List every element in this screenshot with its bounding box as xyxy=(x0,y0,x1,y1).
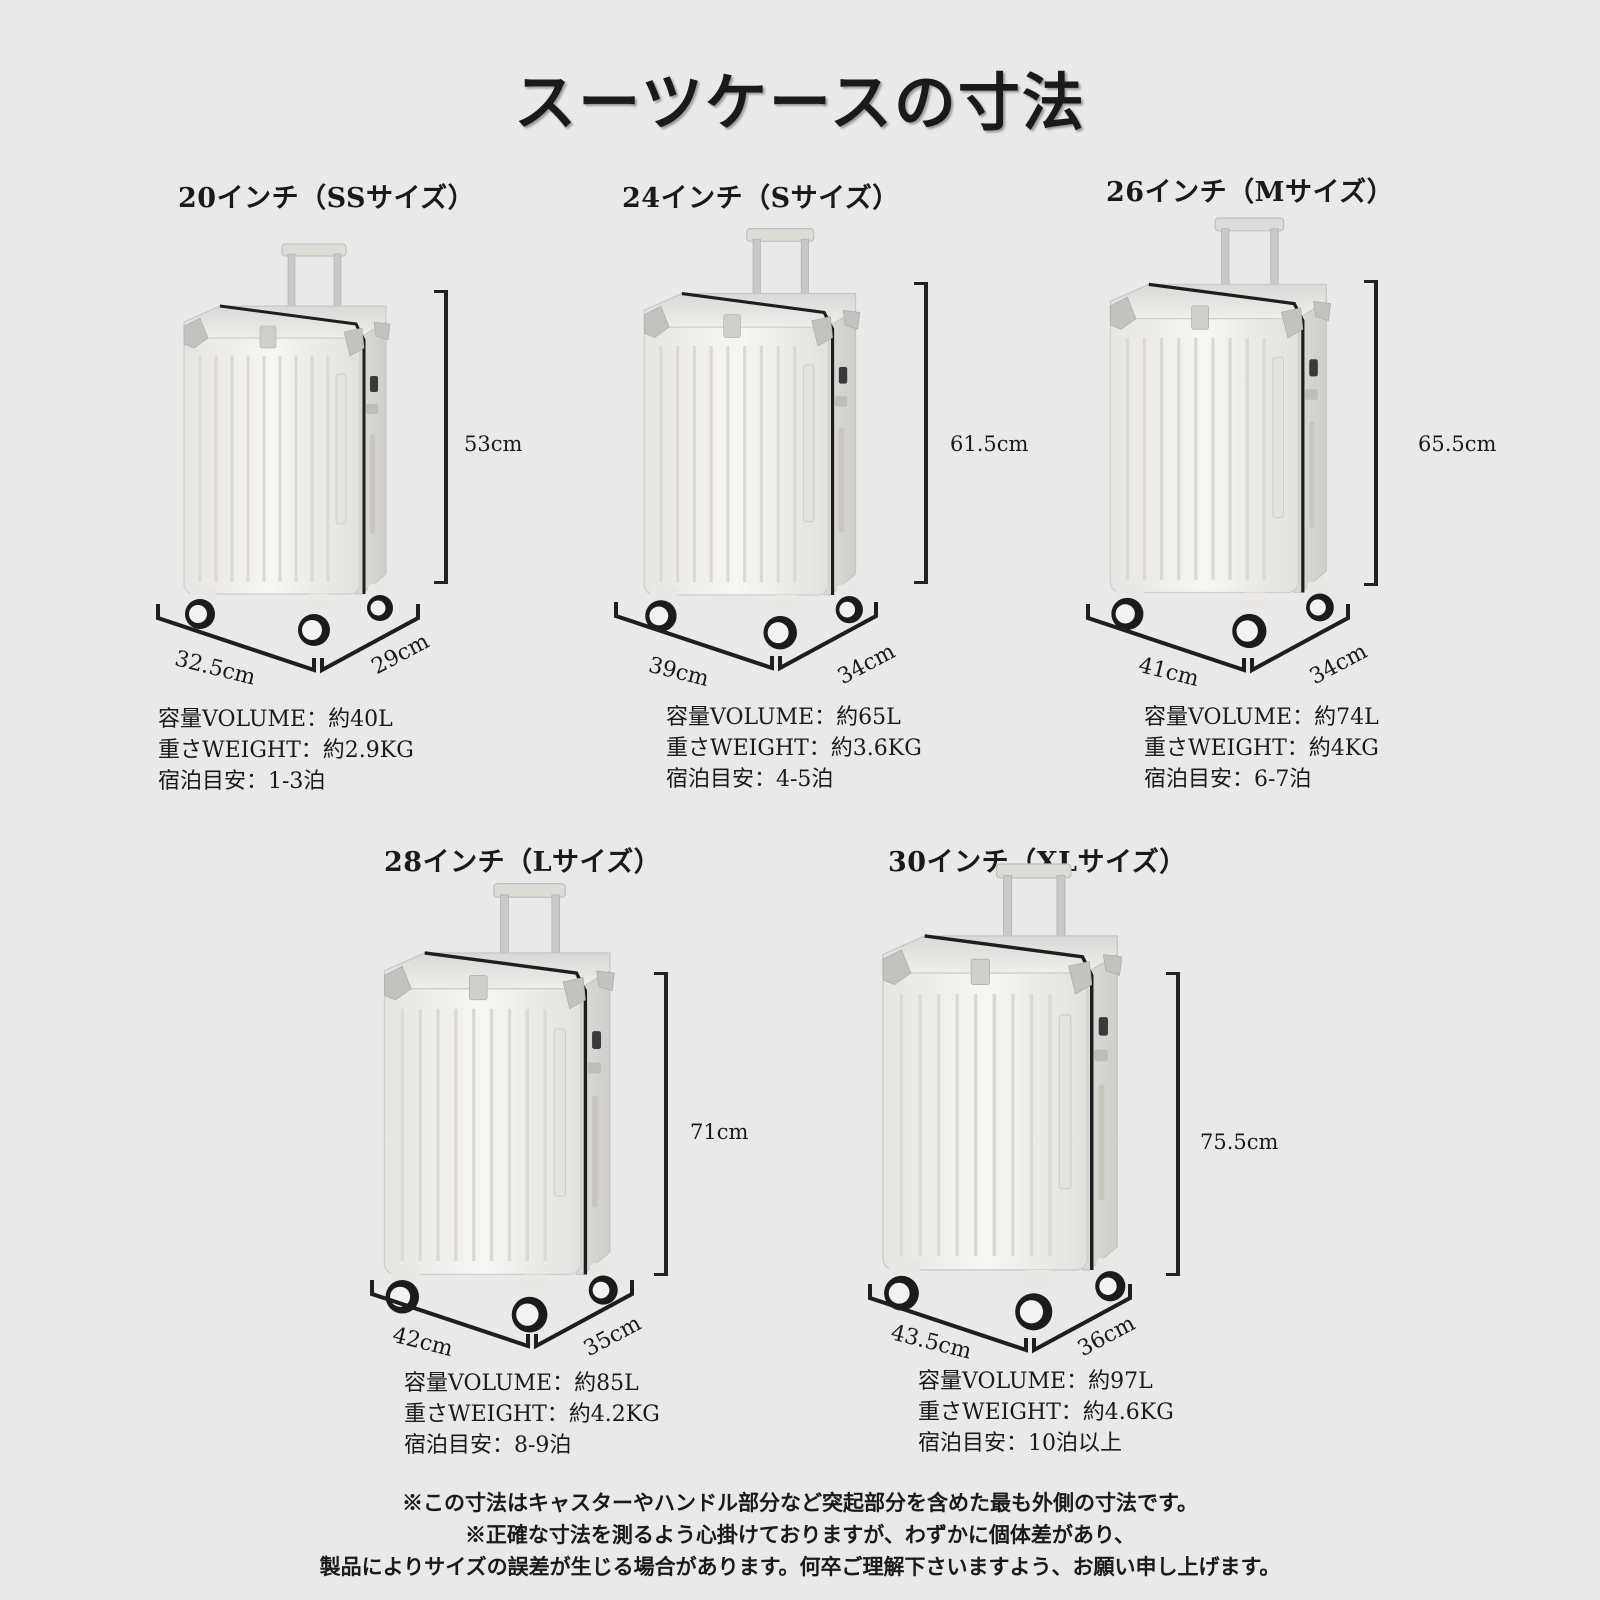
suitcase-image xyxy=(182,242,395,648)
product-heading: 20インチ（SSサイズ） xyxy=(178,183,476,214)
spec-nights: 宿泊目安：1-3泊 xyxy=(158,769,326,794)
spec-volume: 容量VOLUME：約40L xyxy=(158,707,393,732)
product-card-26-inch: 26インチ（Mサイズ） 65.5cm 41cm 34cm 容量VOLUME：約7… xyxy=(1086,164,1530,804)
page-title: スーツケースの寸法 xyxy=(514,66,1086,139)
height-dimension-bracket xyxy=(1364,280,1378,586)
spec-nights: 宿泊目安：8-9泊 xyxy=(404,1433,572,1458)
product-card-20-inch: 20インチ（SSサイズ） 53cm 32.5cm 29cm 容量VOLUME：約… xyxy=(156,170,598,810)
spec-list: 容量VOLUME：約65L 重さWEIGHT：約3.6KG 宿泊目安：4-5泊 xyxy=(666,702,922,795)
height-dimension-label: 53cm xyxy=(464,432,523,456)
product-heading: 26インチ（Mサイズ） xyxy=(1106,177,1395,208)
height-dimension-label: 71cm xyxy=(690,1120,749,1144)
note-measurement-scope: ※この寸法はキャスターやハンドル部分など突起部分を含めた最も外側の寸法です。 xyxy=(402,1490,1198,1515)
height-dimension-bracket xyxy=(914,282,928,584)
height-dimension-label: 65.5cm xyxy=(1418,432,1497,456)
base-dimension-lines xyxy=(1086,602,1350,672)
spec-list: 容量VOLUME：約85L 重さWEIGHT：約4.2KG 宿泊目安：8-9泊 xyxy=(404,1368,660,1461)
spec-list: 容量VOLUME：約97L 重さWEIGHT：約4.6KG 宿泊目安：10泊以上 xyxy=(918,1366,1174,1459)
suitcase-image xyxy=(382,882,620,1335)
spec-weight: 重さWEIGHT：約4KG xyxy=(1144,736,1379,761)
disclaimer-notes: ※この寸法はキャスターやハンドル部分など突起部分を含めた最も外側の寸法です。 ※… xyxy=(0,1487,1600,1583)
suitcase-image xyxy=(881,862,1128,1333)
spec-weight: 重さWEIGHT：約4.6KG xyxy=(918,1400,1174,1425)
spec-weight: 重さWEIGHT：約2.9KG xyxy=(158,738,414,763)
product-card-30-inch: 30インチ（XLサイズ） 75.5cm 43.5cm 36cm 容量VOLUME… xyxy=(868,834,1316,1474)
note-size-error: 製品によりサイズの誤差が生じる場合があります。何卒ご理解下さいますよう、お願い申… xyxy=(319,1554,1281,1579)
spec-weight: 重さWEIGHT：約4.2KG xyxy=(404,1402,660,1427)
height-dimension-bracket xyxy=(434,290,448,584)
spec-nights: 宿泊目安：4-5泊 xyxy=(666,767,834,792)
spec-volume: 容量VOLUME：約97L xyxy=(918,1369,1153,1394)
product-heading: 24インチ（Sサイズ） xyxy=(622,183,900,214)
spec-weight: 重さWEIGHT：約3.6KG xyxy=(666,736,922,761)
spec-nights: 宿泊目安：10泊以上 xyxy=(918,1431,1122,1456)
spec-volume: 容量VOLUME：約65L xyxy=(666,705,901,730)
suitcase-image xyxy=(642,227,865,651)
height-dimension-label: 75.5cm xyxy=(1200,1130,1279,1154)
suitcase-image xyxy=(1108,216,1336,650)
spec-list: 容量VOLUME：約74L 重さWEIGHT：約4KG 宿泊目安：6-7泊 xyxy=(1144,702,1379,795)
spec-volume: 容量VOLUME：約85L xyxy=(404,1371,639,1396)
note-individual-variance: ※正確な寸法を測るよう心掛けておりますが、わずかに個体差があり、 xyxy=(464,1522,1136,1547)
height-dimension-bracket xyxy=(654,972,668,1276)
product-card-28-inch: 28インチ（Lサイズ） 71cm 42cm 35cm 容量VOLUME：約85L… xyxy=(370,834,810,1474)
height-dimension-label: 61.5cm xyxy=(950,432,1029,456)
product-card-24-inch: 24インチ（Sサイズ） 61.5cm 39cm 34cm 容量VOLUME：約6… xyxy=(614,170,1062,810)
product-heading: 28インチ（Lサイズ） xyxy=(384,847,662,878)
spec-volume: 容量VOLUME：約74L xyxy=(1144,705,1379,730)
spec-list: 容量VOLUME：約40L 重さWEIGHT：約2.9KG 宿泊目安：1-3泊 xyxy=(158,704,414,797)
spec-nights: 宿泊目安：6-7泊 xyxy=(1144,767,1312,792)
height-dimension-bracket xyxy=(1166,972,1180,1276)
